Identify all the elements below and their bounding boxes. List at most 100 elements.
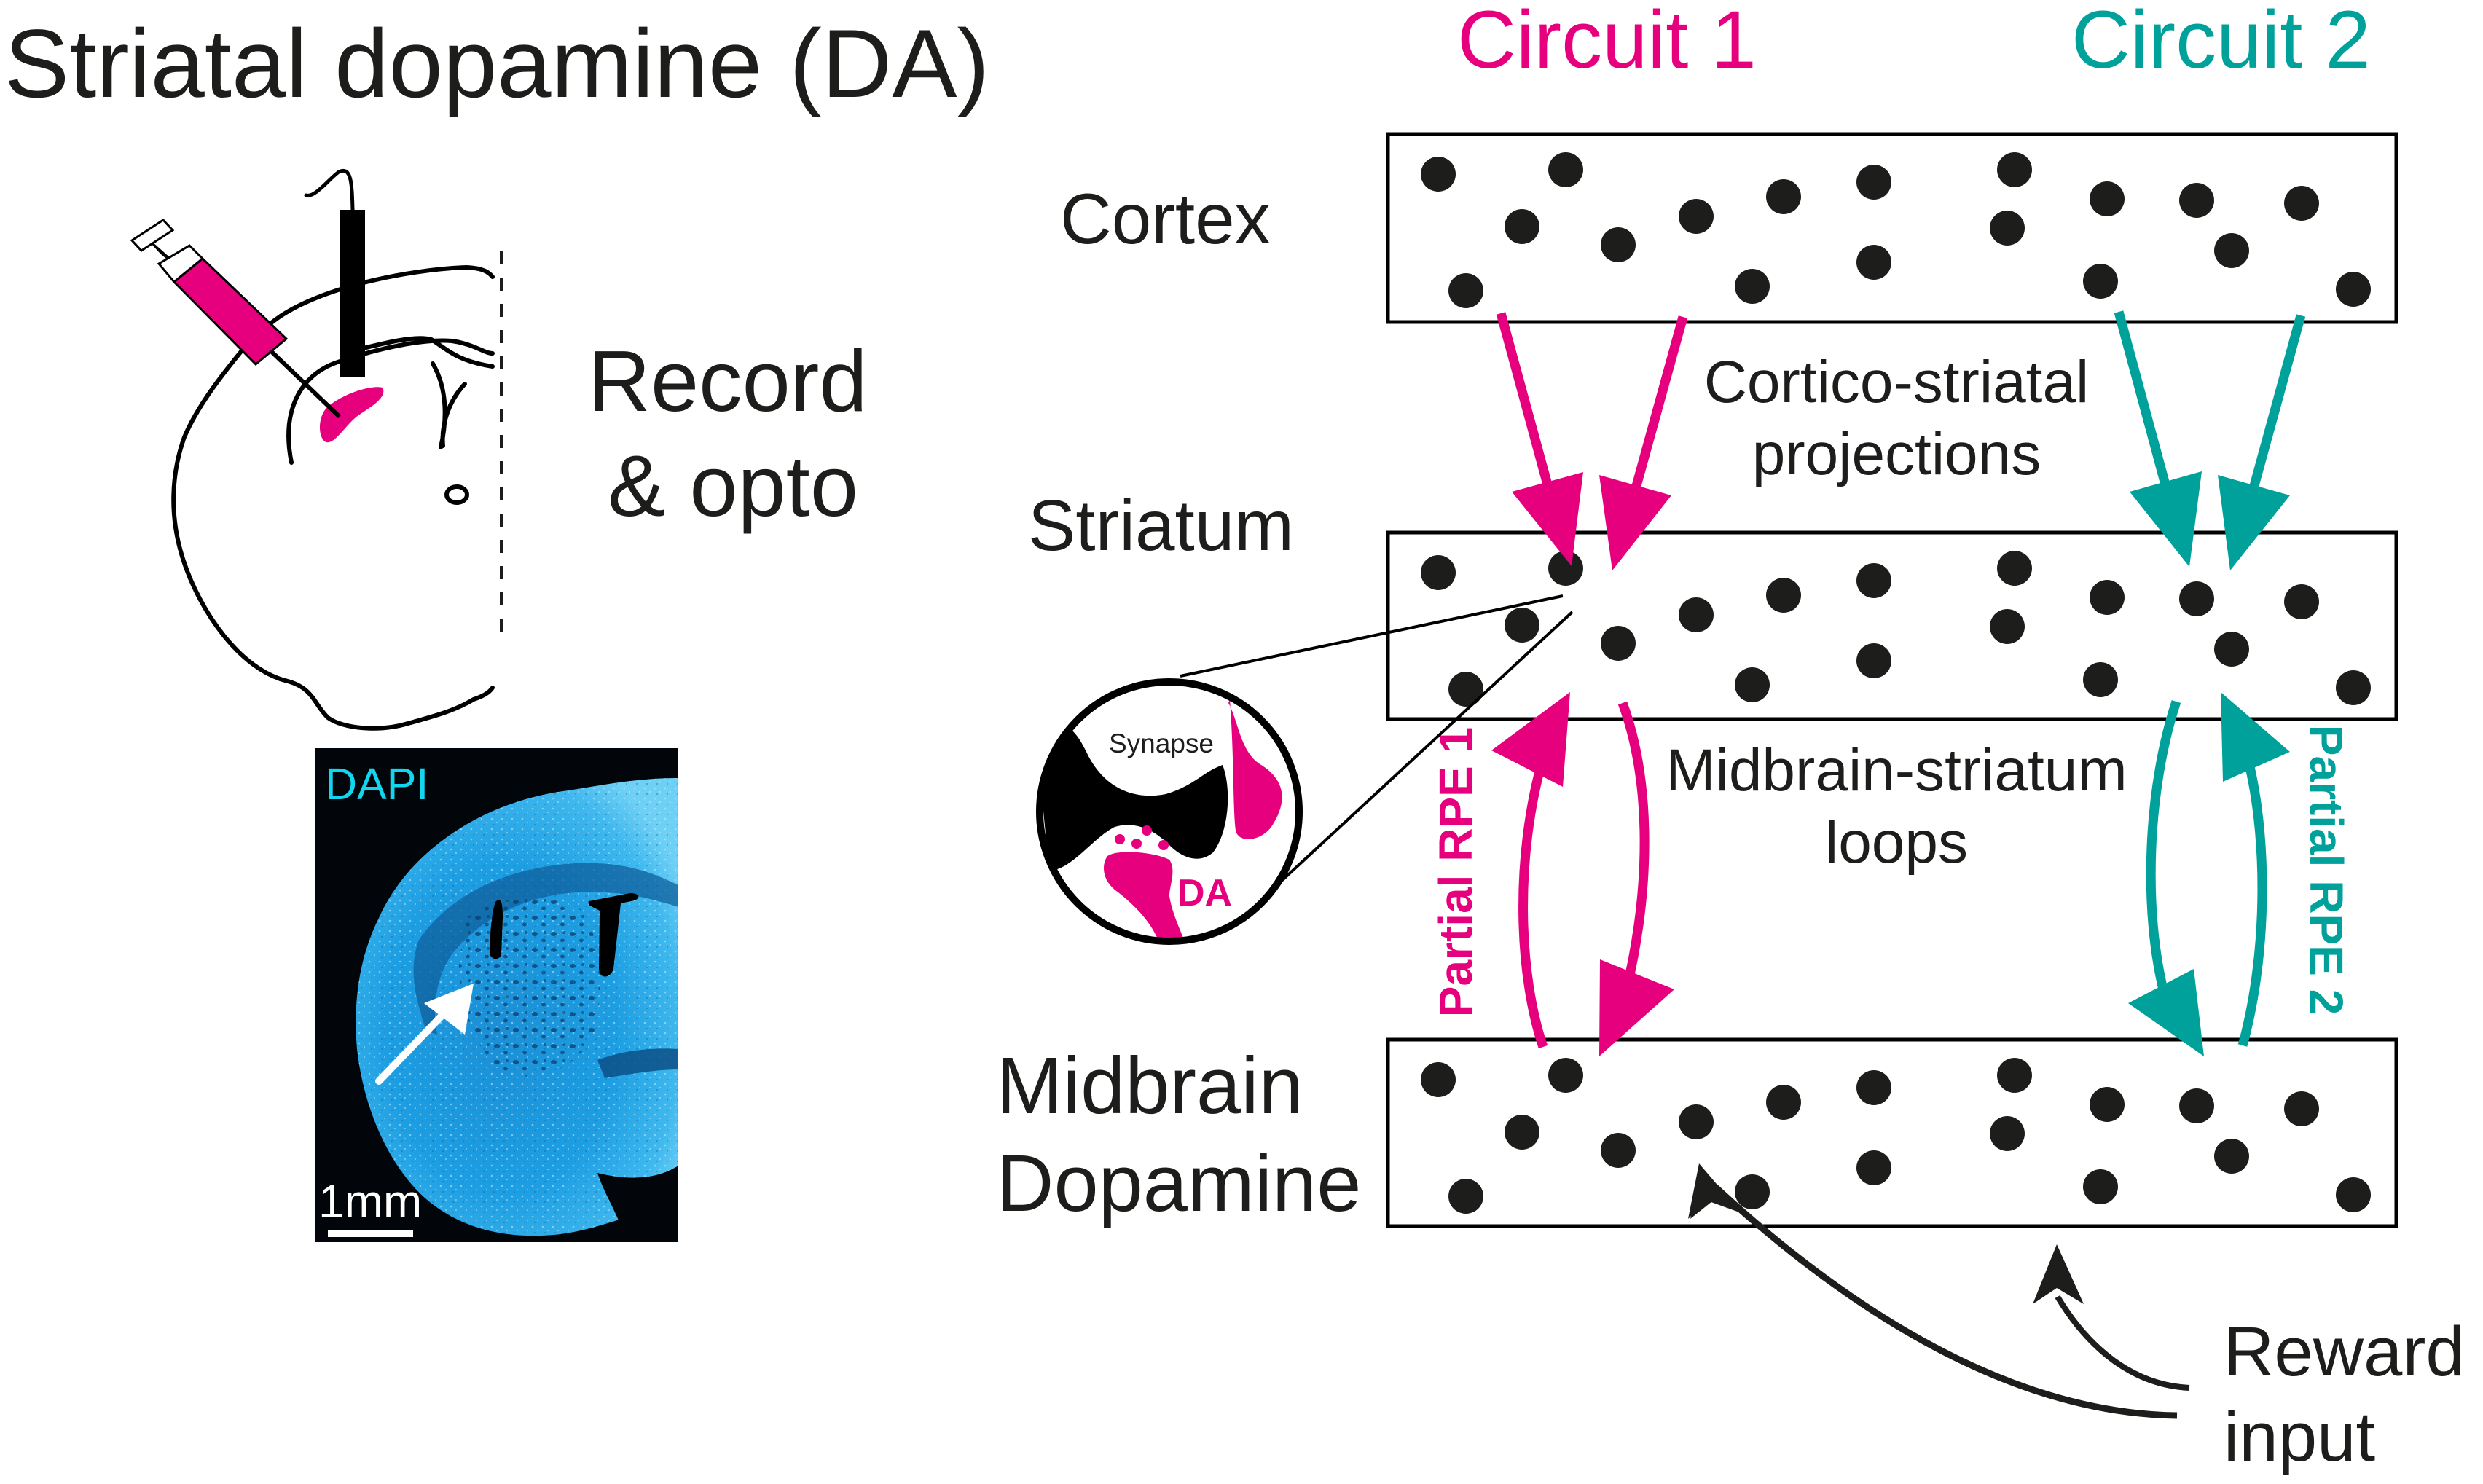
vesicle [1158, 840, 1169, 850]
neuron-dot [1997, 551, 2032, 586]
arrow-head [1512, 472, 1583, 566]
neuron-dot [1856, 1070, 1891, 1105]
method-label-line2: & opto [608, 438, 858, 535]
neuron-dot [1990, 1116, 2025, 1151]
neuron-dot [1990, 609, 2025, 644]
neuron-dot [1421, 157, 1456, 192]
arrow-shaft [2114, 310, 2173, 497]
neuron-dot [2179, 1088, 2214, 1123]
neuron-dot [1421, 1062, 1456, 1097]
neuron-dot [2179, 183, 2214, 218]
neuron-dot [1997, 1058, 2032, 1093]
coronal-brain-schematic [130, 168, 503, 731]
cortico-striatal-arrows-circuit-2 [2114, 310, 2306, 570]
neuron-dot [1601, 626, 1636, 661]
pathway-label-midbrain-striatum-2: loops [1825, 809, 1968, 876]
method-label-line1: Record [588, 333, 868, 430]
arrow-head [1599, 475, 1671, 570]
corpus-callosum-inner [340, 336, 495, 369]
vesicle [1115, 834, 1125, 844]
neuron-dot [2336, 1177, 2371, 1212]
striatum-neurons [1421, 551, 2371, 707]
neuron-dot [2284, 584, 2319, 619]
neuron-dot [1856, 1150, 1891, 1185]
neuron-dot [1856, 245, 1891, 280]
pathway-label-cortico-striatal-2: projections [1752, 421, 2041, 487]
synapse-inset: Synapse DA [1036, 594, 1574, 945]
loop-down-head [2128, 969, 2204, 1056]
neuron-dot [1505, 608, 1539, 643]
neuron-dot [1679, 1104, 1714, 1139]
brain-outline [171, 348, 495, 731]
neuron-dot [1766, 179, 1801, 214]
da-terminal-label: DA [1177, 872, 1232, 914]
pathway-label-midbrain-striatum-1: Midbrain-striatum [1666, 737, 2127, 804]
inset-callout-line-top [1180, 594, 1564, 678]
neuron-dot [1601, 1133, 1636, 1168]
neuron-dot [1505, 209, 1539, 244]
reward-input-arrows [1688, 1163, 2190, 1419]
loop-down-shaft [1617, 701, 1650, 992]
reward-arrow-short-shaft [2055, 1295, 2190, 1391]
neuron-dot [1548, 1058, 1583, 1093]
postsynaptic-black-shape [1042, 721, 1228, 871]
neuron-dot [1448, 273, 1483, 308]
loop-up-shaft [2237, 756, 2267, 1047]
striatum-pointer-arrow [375, 1002, 455, 1085]
vesicle [1142, 825, 1152, 836]
neuron-dot [1766, 1085, 1801, 1120]
arrow-head [2218, 475, 2290, 570]
synapse-label: Synapse [1109, 729, 1214, 758]
midbrain-neurons [1421, 1058, 2371, 1214]
circuit-1-title: Circuit 1 [1457, 0, 1757, 85]
optic-fiber-icon [304, 168, 365, 377]
loop-up-head [2221, 692, 2290, 782]
neuron-dot [2284, 1091, 2319, 1126]
rpe-label-circuit-2: Partial RPE 2 [2300, 725, 2353, 1015]
ventricle-line-2 [440, 382, 467, 448]
neuron-dot [2214, 233, 2249, 268]
arrow-shaft [1496, 312, 1556, 497]
da-terminal-bottom [1104, 852, 1188, 939]
dapi-stain-label: DAPI [325, 759, 428, 809]
reward-arrow-long-shaft [1713, 1185, 2178, 1419]
neuron-dot [2090, 580, 2125, 615]
neuron-dot [2179, 581, 2214, 616]
neuron-dot [2083, 264, 2118, 299]
neuron-dot [1997, 152, 2032, 187]
region-label-striatum: Striatum [1028, 485, 1294, 565]
inset-border [1036, 678, 1303, 945]
neuron-dot [1448, 1179, 1483, 1214]
injection-site [319, 387, 384, 443]
neuron-dot [2090, 181, 2125, 216]
region-label-cortex: Cortex [1060, 178, 1271, 259]
arrow-head [2130, 471, 2202, 567]
region-label-midbrain: Midbrain [996, 1041, 1303, 1131]
syringe-icon [130, 219, 342, 419]
da-terminal-top [1228, 699, 1282, 839]
region-label-dopamine: Dopamine [996, 1139, 1361, 1228]
arrow-shaft [2245, 314, 2306, 500]
vesicle [1131, 839, 1142, 849]
neuron-dot [1856, 165, 1891, 200]
neuron-dot [1421, 555, 1456, 590]
neuron-dot [1448, 672, 1483, 707]
circuit-2-title: Circuit 2 [2071, 0, 2371, 85]
corpus-callosum [286, 338, 495, 465]
neuron-dot [1856, 563, 1891, 598]
neuron-dot [2090, 1087, 2125, 1122]
loop-up-head [1491, 692, 1570, 787]
neuron-dot [1990, 211, 2025, 246]
figure-title: Striatal dopamine (DA) [4, 10, 989, 118]
neuron-dot [2214, 1139, 2249, 1174]
neuron-dot [2336, 670, 2371, 705]
dapi-histology-image: DAPI 1mm [315, 748, 678, 1242]
neuron-dot [1766, 578, 1801, 613]
neuron-dot [1679, 597, 1714, 632]
brain-dorsal-outline [267, 265, 495, 326]
neuron-dot [2083, 662, 2118, 697]
neuron-dot [2083, 1169, 2118, 1204]
reward-arrow-short-head [2033, 1244, 2084, 1304]
neuron-dot [2284, 186, 2319, 221]
neuron-dot [1856, 643, 1891, 678]
